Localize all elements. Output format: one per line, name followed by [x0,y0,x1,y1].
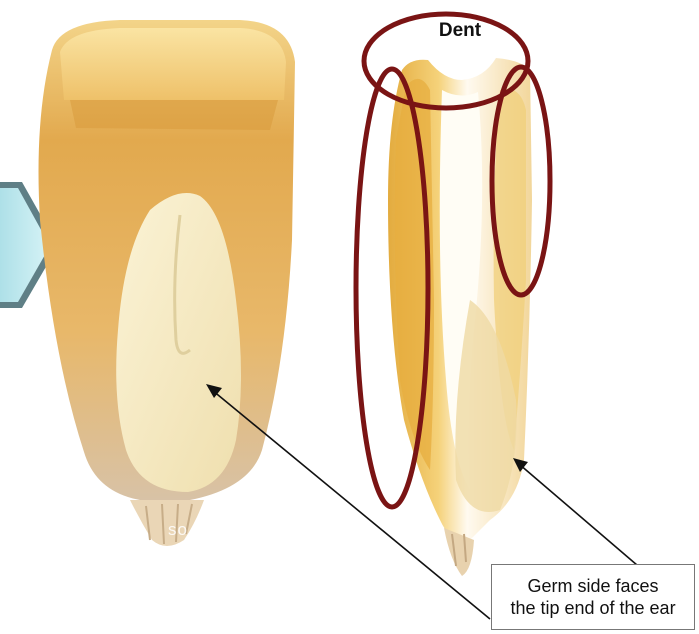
caption-line-1: Germ side faces [527,575,658,597]
caption-line-2: the tip end of the ear [510,597,675,619]
dent-label: Dent [420,20,500,42]
watermark-text: so [168,520,188,540]
germ-caption-box: Germ side faces the tip end of the ear [491,564,695,630]
germ-pointer-arrow-right [513,458,637,565]
whole-kernel-illustration [39,20,296,546]
kernel-cross-section-illustration [388,58,532,576]
